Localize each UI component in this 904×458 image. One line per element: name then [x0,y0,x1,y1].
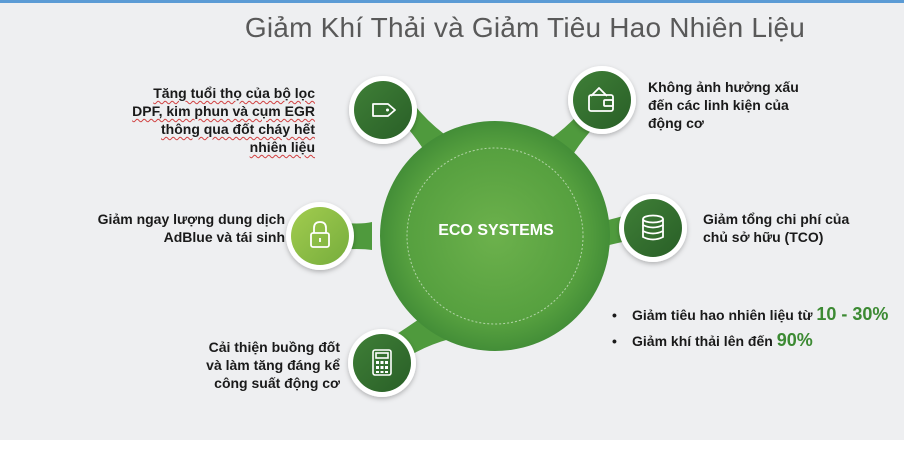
tag-icon [372,103,396,117]
center-label: ECO SYSTEMS [438,222,554,239]
bullet-emissions: •Giảm khí thải lên đến 90% [612,330,813,350]
lock-icon [310,221,330,248]
bottom-strip [0,440,904,458]
node-tag [349,76,417,144]
benefit-bullets: •Giảm tiêu hao nhiên liệu từ 10 - 30% •G… [612,304,904,356]
item-label-no-harm: Không ảnh hưởng xấu đến các linh kiện củ… [648,79,799,131]
calculator-icon [372,349,392,376]
item-label-combustion: Cải thiện buồng đốt và làm tăng đáng kể … [206,339,340,391]
item-label-adblue: Giảm ngay lượng dung dịch AdBlue và tái … [97,211,285,245]
node-lock [286,202,354,270]
node-coins [619,194,687,262]
coins-icon [642,214,664,241]
node-calculator [348,329,416,397]
slide-title: Giảm Khí Thải và Giảm Tiêu Hao Nhiên Liệ… [244,12,806,43]
top-accent-line [0,0,904,3]
eco-hub-circle [380,121,610,351]
item-label-filter-life: Tăng tuổi thọ của bộ lọc DPF, kim phun v… [132,85,315,155]
eco-hub-inner-ring [406,147,584,325]
item-label-tco: Giảm tổng chi phí của chủ sở hữu (TCO) [703,211,850,245]
node-wallet [568,66,636,134]
wallet-icon [588,87,614,112]
bullet-fuel-consumption: •Giảm tiêu hao nhiên liệu từ 10 - 30% [612,304,889,324]
